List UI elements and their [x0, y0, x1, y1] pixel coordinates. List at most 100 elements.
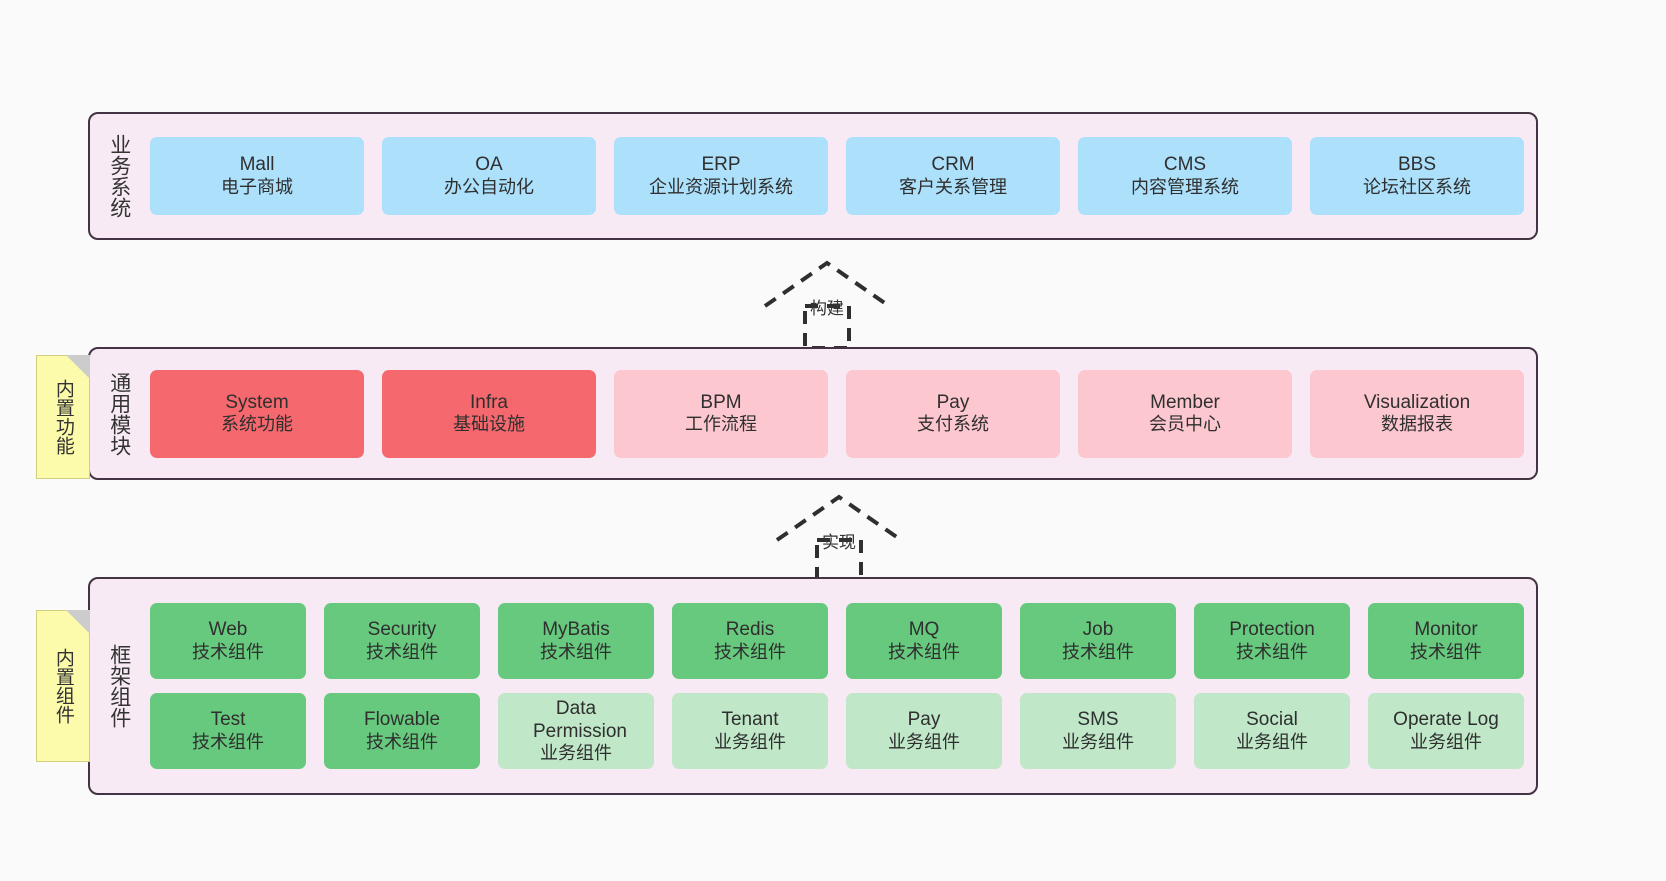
module-card-subtitle: 论坛社区系统 [1363, 176, 1471, 197]
module-card-crm[interactable]: CRM 客户关系管理 [846, 137, 1060, 215]
component-card-subtitle: 业务组件 [1410, 731, 1482, 752]
sticky-note-label: 内置组件 [52, 648, 74, 724]
module-card-system[interactable]: System 系统功能 [150, 369, 364, 458]
component-card-title: Monitor [1414, 619, 1478, 641]
module-card-title: BPM [700, 391, 742, 413]
component-card-data-permission[interactable]: Data Permission 业务组件 [498, 693, 654, 769]
component-card-operate-log[interactable]: Operate Log 业务组件 [1368, 693, 1524, 769]
connector-implement: 实现 [772, 492, 932, 588]
component-card-redis[interactable]: Redis 技术组件 [672, 603, 828, 679]
component-card-job[interactable]: Job 技术组件 [1020, 603, 1176, 679]
module-card-bpm[interactable]: BPM 工作流程 [614, 369, 828, 458]
component-card-title: Data Permission [533, 697, 627, 743]
component-card-subtitle: 技术组件 [888, 641, 960, 662]
component-card-flowable[interactable]: Flowable 技术组件 [324, 693, 480, 769]
connector-implement-label: 实现 [822, 533, 856, 552]
component-card-subtitle: 技术组件 [366, 641, 438, 662]
component-card-monitor[interactable]: Monitor 技术组件 [1368, 603, 1524, 679]
component-card-social[interactable]: Social 业务组件 [1194, 693, 1350, 769]
component-card-subtitle: 技术组件 [1410, 641, 1482, 662]
component-card-title: MyBatis [542, 619, 610, 641]
connector-build-label: 构建 [810, 299, 844, 318]
module-card-erp[interactable]: ERP 企业资源计划系统 [614, 137, 828, 215]
layer-framework-component[interactable]: 框架组件 Web 技术组件 Security 技术组件 MyBatis 技术组件… [88, 577, 1538, 795]
sticky-note-builtin-function[interactable]: 内置功能 [36, 355, 90, 479]
component-card-title: Social [1246, 709, 1298, 731]
connector-stem-icon [803, 304, 851, 350]
module-card-subtitle: 办公自动化 [444, 176, 534, 197]
module-card-subtitle: 客户关系管理 [899, 176, 1007, 197]
component-card-title: Job [1082, 619, 1114, 641]
module-card-title: BBS [1397, 154, 1437, 176]
module-card-visualization[interactable]: Visualization 数据报表 [1310, 369, 1524, 458]
module-card-title: ERP [701, 154, 741, 176]
module-card-pay[interactable]: Pay 支付系统 [846, 369, 1060, 458]
module-card-cms[interactable]: CMS 内容管理系统 [1078, 137, 1292, 215]
component-card-title: Security [367, 619, 437, 641]
component-card-subtitle: 业务组件 [888, 731, 960, 752]
layer-framework-component-body: Web 技术组件 Security 技术组件 MyBatis 技术组件 Redi… [150, 589, 1524, 783]
component-card-subtitle: 业务组件 [1062, 731, 1134, 752]
framework-row-tech: Web 技术组件 Security 技术组件 MyBatis 技术组件 Redi… [150, 603, 1524, 679]
module-card-mall[interactable]: Mall 电子商城 [150, 137, 364, 215]
component-card-title: Test [210, 709, 246, 731]
note-fold-corner-icon [66, 610, 90, 634]
connector-stem-icon [815, 538, 863, 584]
module-card-member[interactable]: Member 会员中心 [1078, 369, 1292, 458]
module-card-oa[interactable]: OA 办公自动化 [382, 137, 596, 215]
layer-common-module[interactable]: 通用模块 System 系统功能 Infra 基础设施 BPM 工作流程 Pay… [88, 347, 1538, 480]
module-card-bbs[interactable]: BBS 论坛社区系统 [1310, 137, 1524, 215]
module-card-title: System [225, 391, 289, 413]
component-card-title: Web [208, 619, 248, 641]
sticky-note-builtin-component[interactable]: 内置组件 [36, 610, 90, 762]
layer-business-system-body: Mall 电子商城 OA 办公自动化 ERP 企业资源计划系统 CRM 客户关系… [150, 124, 1524, 228]
component-card-tenant[interactable]: Tenant 业务组件 [672, 693, 828, 769]
component-card-subtitle: 业务组件 [540, 743, 612, 764]
generalization-arrowhead-icon [775, 494, 903, 542]
component-card-sms[interactable]: SMS 业务组件 [1020, 693, 1176, 769]
layer-framework-component-label: 框架组件 [107, 644, 131, 728]
component-card-pay[interactable]: Pay 业务组件 [846, 693, 1002, 769]
layer-business-system[interactable]: 业务系统 Mall 电子商城 OA 办公自动化 ERP 企业资源计划系统 CRM… [88, 112, 1538, 240]
module-row: System 系统功能 Infra 基础设施 BPM 工作流程 Pay 支付系统… [150, 369, 1524, 458]
component-card-title: Operate Log [1393, 709, 1499, 731]
component-card-title: SMS [1077, 709, 1119, 731]
component-card-title: Flowable [363, 709, 441, 731]
module-card-subtitle: 基础设施 [453, 414, 525, 435]
module-card-title: CRM [931, 154, 975, 176]
module-card-title: Visualization [1363, 391, 1471, 413]
component-card-subtitle: 技术组件 [192, 641, 264, 662]
layer-business-system-label: 业务系统 [107, 134, 131, 218]
component-card-security[interactable]: Security 技术组件 [324, 603, 480, 679]
layer-common-module-body: System 系统功能 Infra 基础设施 BPM 工作流程 Pay 支付系统… [150, 359, 1524, 468]
component-card-test[interactable]: Test 技术组件 [150, 693, 306, 769]
module-card-title: Infra [469, 391, 509, 413]
framework-row-business: Test 技术组件 Flowable 技术组件 Data Permission … [150, 693, 1524, 769]
module-card-title: OA [475, 154, 503, 176]
module-card-subtitle: 数据报表 [1381, 414, 1453, 435]
layer-common-module-label: 通用模块 [107, 371, 131, 456]
component-card-title: Protection [1229, 619, 1315, 641]
component-card-protection[interactable]: Protection 技术组件 [1194, 603, 1350, 679]
component-card-subtitle: 技术组件 [366, 731, 438, 752]
component-card-title: Pay [907, 709, 941, 731]
module-card-subtitle: 工作流程 [685, 414, 757, 435]
component-card-subtitle: 业务组件 [1236, 731, 1308, 752]
component-card-subtitle: 技术组件 [1062, 641, 1134, 662]
component-card-subtitle: 技术组件 [1236, 641, 1308, 662]
generalization-arrowhead-icon [763, 260, 891, 308]
component-card-web[interactable]: Web 技术组件 [150, 603, 306, 679]
component-card-mybatis[interactable]: MyBatis 技术组件 [498, 603, 654, 679]
module-card-infra[interactable]: Infra 基础设施 [382, 369, 596, 458]
component-card-subtitle: 技术组件 [714, 641, 786, 662]
module-card-subtitle: 会员中心 [1149, 414, 1221, 435]
component-card-title: MQ [908, 619, 940, 641]
module-card-title: Member [1150, 391, 1220, 413]
module-card-subtitle: 电子商城 [221, 176, 293, 197]
module-card-title: Mall [239, 154, 275, 176]
component-card-mq[interactable]: MQ 技术组件 [846, 603, 1002, 679]
module-card-subtitle: 系统功能 [221, 414, 293, 435]
module-card-subtitle: 支付系统 [917, 414, 989, 435]
connector-build: 构建 [760, 258, 920, 354]
